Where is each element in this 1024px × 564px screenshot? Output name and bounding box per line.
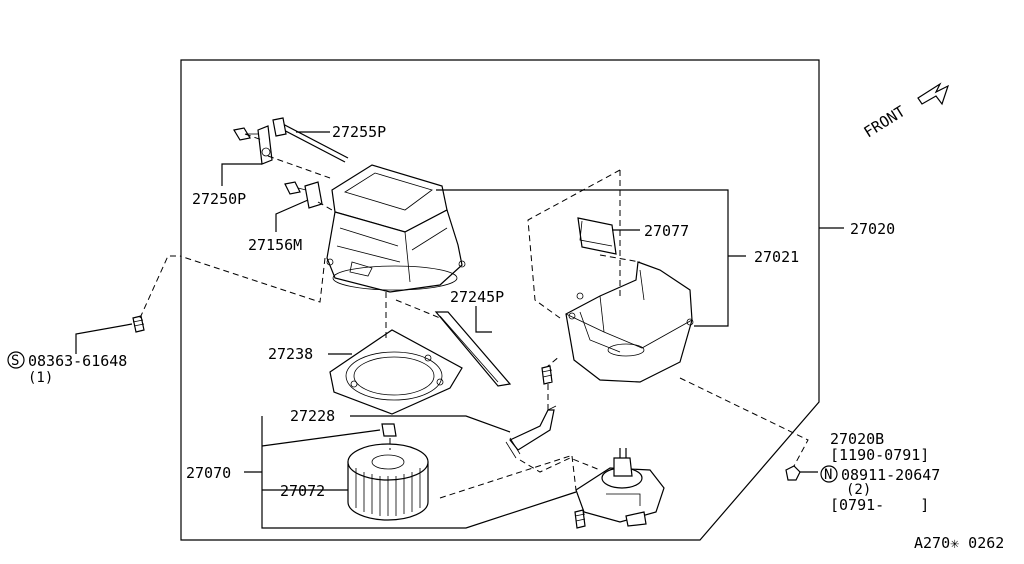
screw-reference: S 08363-61648 (1) <box>7 351 127 386</box>
label-27255P: 27255P <box>332 123 386 141</box>
label-27020: 27020 <box>850 220 895 238</box>
nut-date-from: [0791- ] <box>830 496 929 514</box>
fan-nut <box>381 423 397 437</box>
label-27021: 27021 <box>754 248 799 266</box>
blower-case <box>565 261 694 383</box>
nut-quantity: (2) <box>846 482 871 498</box>
label-27077: 27077 <box>644 222 689 240</box>
label-27070: 27070 <box>186 464 231 482</box>
screw-part-number: 08363-61648 <box>28 352 127 370</box>
screw-icon <box>132 315 145 333</box>
screw-quantity: (1) <box>28 370 53 386</box>
blower-fan <box>347 443 429 521</box>
front-arrow-icon <box>917 82 950 106</box>
screw-icon <box>574 509 586 529</box>
assembly-frame <box>180 59 820 541</box>
label-27228: 27228 <box>290 407 335 425</box>
diagram-code: A270✳ 0262 <box>914 534 1004 552</box>
screw-icon <box>541 365 553 385</box>
screw-symbol: S <box>11 353 19 369</box>
label-27072: 27072 <box>280 482 325 500</box>
label-27238: 27238 <box>268 345 313 363</box>
label-27245P: 27245P <box>450 288 504 306</box>
gasket-27238 <box>329 329 463 415</box>
front-label: FRONT <box>861 102 909 141</box>
nut-symbol: N <box>824 467 832 483</box>
door-link-rod <box>272 117 349 163</box>
label-27156M: 27156M <box>248 236 302 254</box>
filter-27077 <box>577 217 617 255</box>
drain-hose <box>505 405 557 459</box>
nut-icon <box>785 465 801 481</box>
intake-housing <box>326 164 466 293</box>
nut-reference: [1190-0791] N 08911-20647 (2) [0791- ] <box>820 446 940 514</box>
blower-motor <box>575 448 665 527</box>
label-27250P: 27250P <box>192 190 246 208</box>
door-lever <box>233 125 273 165</box>
nut-part-number: 08911-20647 <box>841 466 940 484</box>
label-27020B: 27020B <box>830 430 884 448</box>
nut-date-range: [1190-0791] <box>830 446 929 464</box>
actuator-bracket <box>284 181 323 209</box>
filter-27245P <box>434 311 512 387</box>
